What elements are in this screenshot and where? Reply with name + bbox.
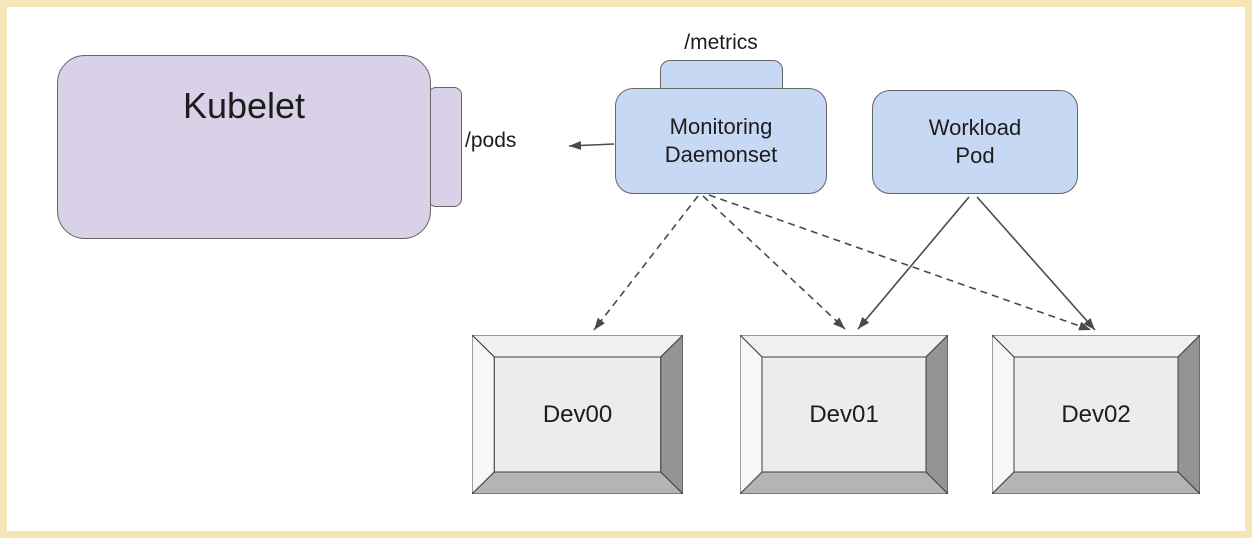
kubelet-node: Kubelet xyxy=(57,55,431,239)
workload-to-dev02-edge xyxy=(976,196,1096,331)
daemonset-to-pods-endpoint-edge xyxy=(568,140,615,150)
kubelet-label: Kubelet xyxy=(182,85,306,126)
monitoring-daemonset-label-line2: Daemonset xyxy=(664,142,778,167)
pods-endpoint-label: /pods xyxy=(465,129,517,152)
device-node-dev02: Dev02 xyxy=(992,335,1200,494)
monitoring-daemonset-node: Monitoring Daemonset xyxy=(615,88,827,194)
workload-pod-node: Workload Pod xyxy=(872,90,1078,194)
device-node-dev01: Dev01 xyxy=(740,335,948,494)
metrics-endpoint-label: /metrics xyxy=(684,31,758,54)
daemonset-to-dev00-edge xyxy=(593,195,699,331)
diagram-canvas: Kubelet /metrics Monitoring Daemonset Wo… xyxy=(7,7,1245,531)
monitoring-daemonset-label-line1: Monitoring xyxy=(669,114,773,139)
device-label: Dev01 xyxy=(809,400,879,428)
daemonset-to-dev01-edge xyxy=(702,195,846,330)
device-label: Dev02 xyxy=(1061,400,1131,428)
workload-pod-label-line2: Pod xyxy=(955,143,995,168)
device-bevel-frame xyxy=(992,335,1200,494)
daemonset-to-dev02-edge xyxy=(708,194,1092,331)
device-bevel-frame xyxy=(740,335,948,494)
device-label: Dev00 xyxy=(542,400,613,428)
device-bevel-frame xyxy=(472,335,683,494)
workload-to-dev01-edge xyxy=(857,196,970,330)
kubelet-pods-port-tab xyxy=(428,87,462,207)
workload-pod-label-line1: Workload xyxy=(928,115,1022,140)
device-node-dev00: Dev00 xyxy=(472,335,683,494)
